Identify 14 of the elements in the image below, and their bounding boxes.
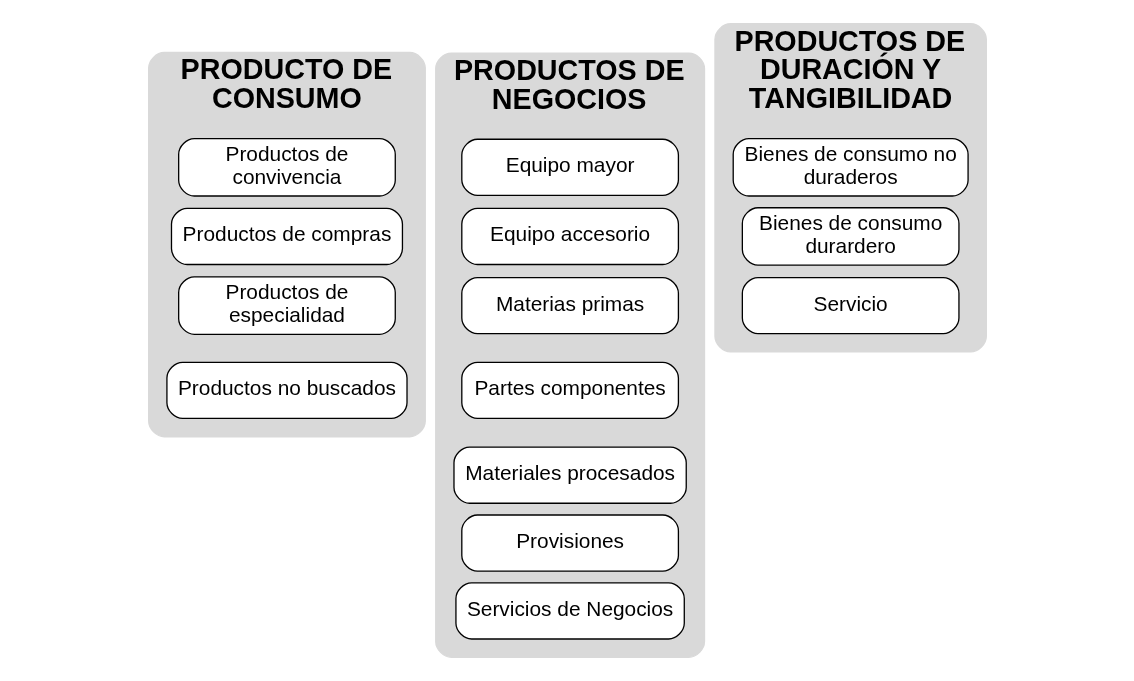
node-box: Materiales procesados [452, 446, 687, 504]
node-box: Equipo accesorio [460, 207, 679, 266]
node-box: Productos de especialidad [177, 276, 396, 335]
node-box: Servicios de Negocios [454, 582, 685, 640]
node-box: Bienes de consumo durardero [741, 207, 960, 266]
node-box: Productos de convivencia [177, 137, 396, 197]
node-box: Equipo mayor [460, 138, 679, 196]
node-box: Servicio [741, 276, 960, 335]
node-box: Partes componentes [460, 361, 679, 420]
node-box: Materias primas [460, 276, 679, 335]
node-box: Productos de compras [170, 207, 403, 266]
node-box: Bienes de consumo no duraderos [732, 137, 969, 197]
node-box: Productos no buscados [165, 361, 408, 420]
node-box: Provisiones [460, 514, 679, 572]
